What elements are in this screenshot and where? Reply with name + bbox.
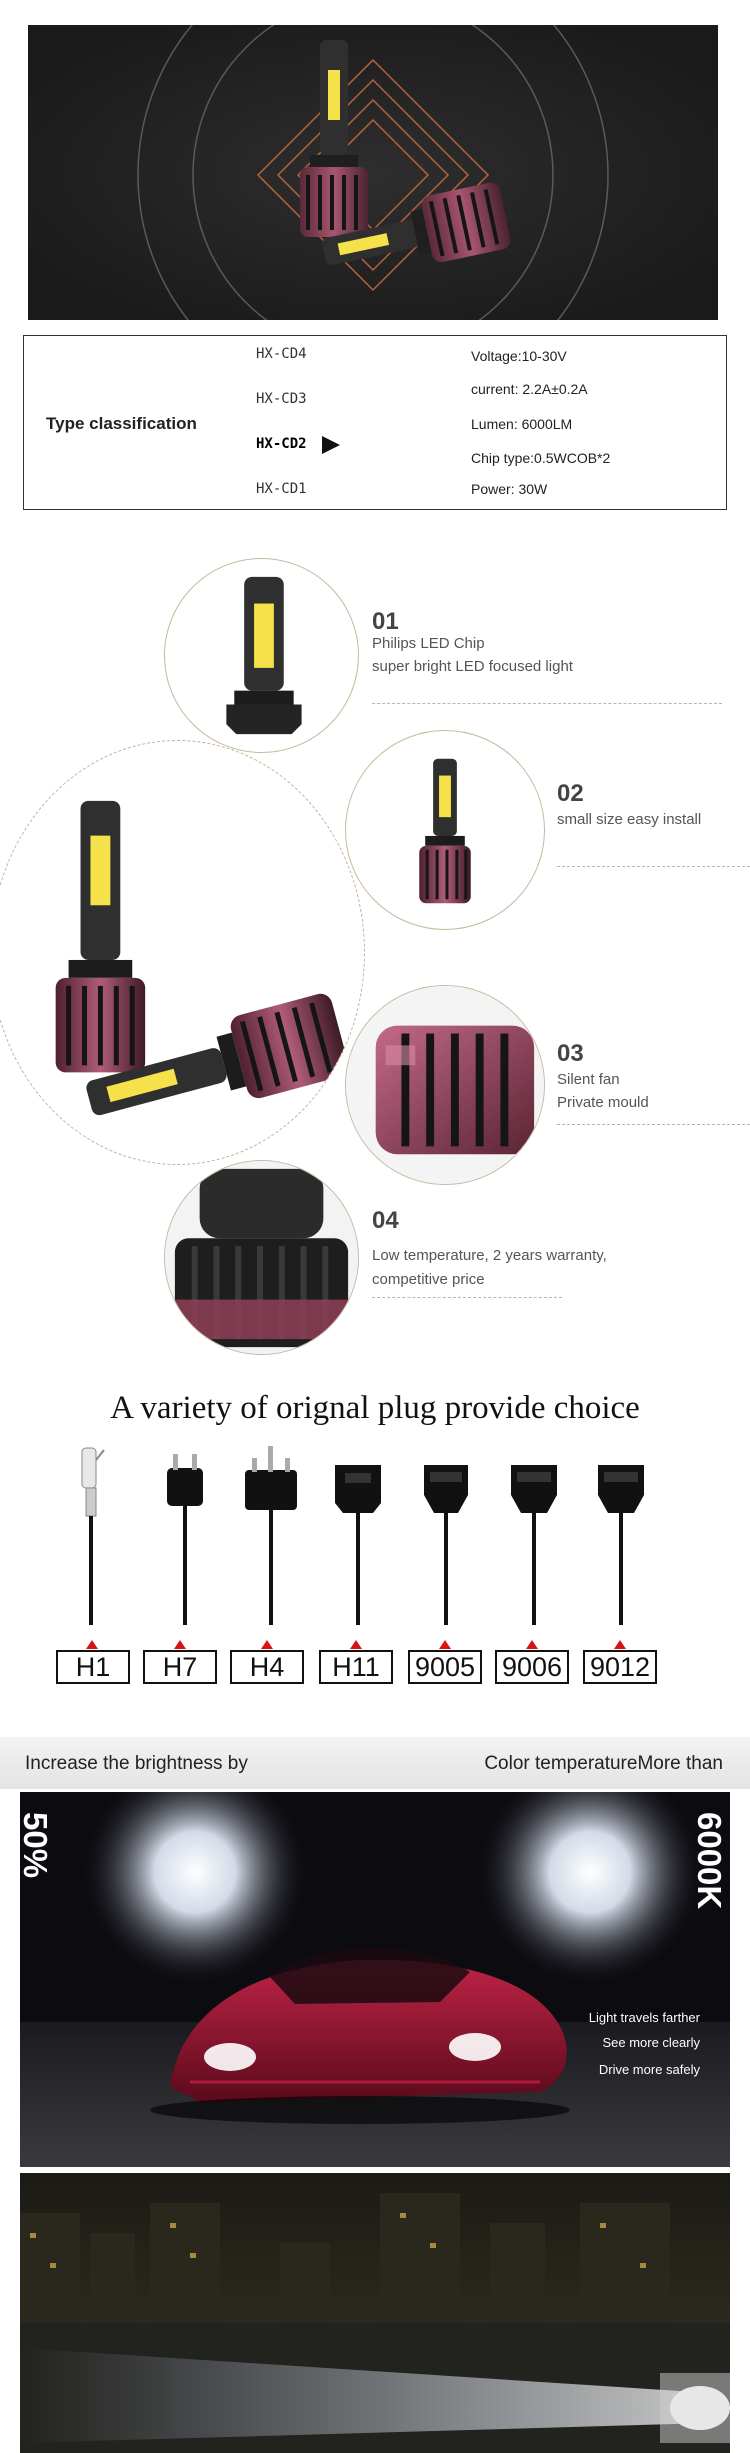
spec-row-chip-type: Chip type:0.5WCOB*2 — [471, 450, 611, 466]
bulb-top-icon — [226, 576, 302, 735]
perk-light-travels: Light travels farther — [588, 2010, 700, 2025]
feature-03-line-2: Private mould — [557, 1094, 649, 1111]
feature-01-number: 01 — [372, 608, 399, 635]
pair-bulbs-illustration — [55, 800, 349, 1116]
plug-9005-marker-icon — [439, 1640, 451, 1649]
plug-connectors-illustration — [81, 1446, 644, 1625]
feature-02-divider — [557, 866, 750, 867]
model-option-hx-cd3[interactable]: HX-CD3 — [256, 391, 307, 407]
car-illustration — [20, 1792, 730, 2167]
feature-02-line-1: small size easy install — [557, 811, 702, 828]
spec-table: Type classification HX-CD4 HX-CD3 HX-CD2… — [23, 335, 727, 510]
plug-label-9012[interactable]: 9012 — [583, 1650, 657, 1684]
feature-03-line-1: Silent fan — [557, 1071, 620, 1088]
feature-04-line-1: Low temperature, 2 years warranty, — [372, 1247, 607, 1264]
feature-01-line-2: super bright LED focused light — [372, 658, 573, 675]
feature-04-divider — [372, 1297, 562, 1298]
plug-h11-marker-icon — [350, 1640, 362, 1649]
color-temperature-value: 6000K — [691, 1812, 728, 1910]
feature-03-circle — [345, 985, 545, 1185]
feature-03-divider — [557, 1124, 750, 1125]
feature-04-number: 04 — [372, 1207, 399, 1234]
plug-h4-marker-icon — [261, 1640, 273, 1649]
plug-9006-marker-icon — [526, 1640, 538, 1649]
spec-row-lumen: Lumen: 6000LM — [471, 416, 573, 432]
spec-row-current: current: 2.2A±0.2A — [471, 381, 588, 397]
bulb-small-icon — [419, 758, 471, 904]
brightness-left-label: Increase the brightness by — [25, 1753, 248, 1774]
spec-row-power: Power: 30W — [471, 481, 548, 497]
feature-04-circle — [164, 1160, 359, 1355]
selected-arrow-icon — [322, 436, 340, 454]
model-option-hx-cd4[interactable]: HX-CD4 — [256, 346, 307, 362]
feature-02-circle — [345, 730, 545, 930]
feature-01-divider — [372, 703, 722, 704]
plug-label-h11[interactable]: H11 — [319, 1650, 393, 1684]
car-headlight-photo: 50% 6000K Light travels farther See more… — [20, 1792, 730, 2167]
plug-section-title: A variety of orignal plug provide choice — [110, 1390, 640, 1426]
model-option-hx-cd2-selected[interactable]: HX-CD2 — [256, 436, 307, 452]
hero-product-image — [28, 25, 718, 320]
feature-04-line-2: competitive price — [372, 1271, 485, 1288]
spec-row-voltage: Voltage:10-30V — [471, 348, 567, 364]
plug-label-h7[interactable]: H7 — [143, 1650, 217, 1684]
plug-h11-icon — [335, 1465, 381, 1625]
plug-9012-icon — [598, 1465, 644, 1625]
model-option-hx-cd1[interactable]: HX-CD1 — [256, 481, 307, 497]
brightness-header-bar — [0, 1737, 750, 1789]
plug-9006-icon — [511, 1465, 557, 1625]
brightness-percent-value: 50% — [20, 1812, 54, 1879]
plug-h7-icon — [167, 1454, 203, 1625]
perk-see-more: See more clearly — [602, 2035, 700, 2050]
plug-h1-marker-icon — [86, 1640, 98, 1649]
plug-label-9005[interactable]: 9005 — [408, 1650, 482, 1684]
feature-03-number: 03 — [557, 1040, 584, 1067]
night-road-photo — [20, 2173, 730, 2453]
fan-closeup-icon — [346, 986, 544, 1184]
plug-9012-marker-icon — [614, 1640, 626, 1649]
hero-bulbs-illustration — [28, 25, 718, 320]
feature-01-circle — [164, 558, 359, 753]
type-classification-label: Type classification — [46, 414, 197, 433]
feature-01-line-1: Philips LED Chip — [372, 635, 485, 652]
heatsink-closeup-icon — [165, 1161, 358, 1354]
plug-h1-icon — [81, 1447, 105, 1625]
perk-drive-safely: Drive more safely — [598, 2062, 700, 2077]
night-road-illustration — [20, 2173, 730, 2453]
plug-label-9006[interactable]: 9006 — [495, 1650, 569, 1684]
plug-label-h1[interactable]: H1 — [56, 1650, 130, 1684]
plug-h7-marker-icon — [174, 1640, 186, 1649]
feature-main-circle — [0, 740, 365, 1165]
feature-02-number: 02 — [557, 780, 584, 807]
plug-label-h4[interactable]: H4 — [230, 1650, 304, 1684]
plug-h4-icon — [245, 1446, 297, 1625]
brightness-right-label: Color temperatureMore than — [484, 1753, 723, 1774]
plug-9005-icon — [424, 1465, 468, 1625]
